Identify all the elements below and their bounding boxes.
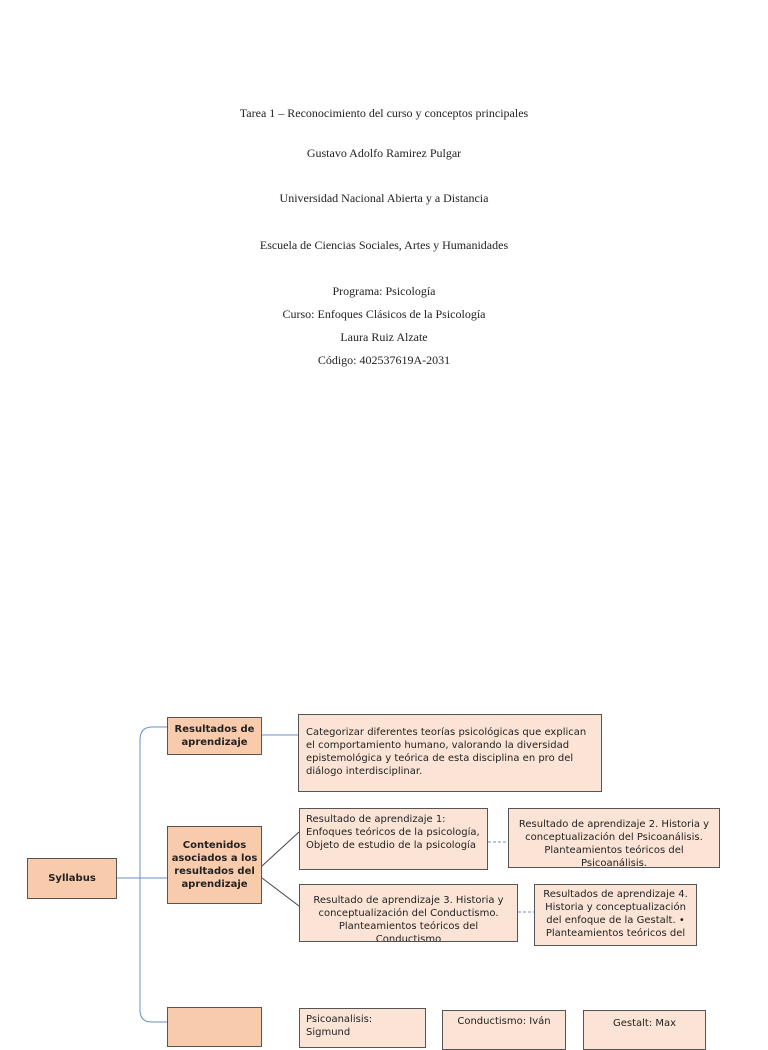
course-code: Código: 402537619A-2031 [317,353,451,367]
psychoanalysis-box: Psicoanalisis: Sigmund [299,1008,426,1048]
syllabus-concept-map: Syllabus Resultados de aprendizaje Categ… [27,714,720,1050]
bottom-heading-box [167,1007,262,1047]
gestalt-box: Gestalt: Max [583,1010,706,1050]
learning-result-2: Resultado de aprendizaje 2. Historia y c… [508,808,720,868]
learning-results-heading: Resultados de aprendizaje [167,717,262,755]
connector-to-bottom [139,878,167,1023]
task-title: Tarea 1 – Reconocimiento del curso y con… [239,106,529,120]
tutor-name: Laura Ruiz Alzate [340,330,428,344]
connector-contents-r3 [261,877,300,907]
syllabus-node: Syllabus [27,858,117,899]
contents-heading: Contenidos asociados a los resultados de… [167,826,262,904]
learning-result-4: Resultados de aprendizaje 4. Historia y … [534,884,697,946]
connector-to-results [139,726,167,878]
university-name: Universidad Nacional Abierta y a Distanc… [279,191,489,205]
behaviorism-box: Conductismo: Iván [442,1010,566,1050]
school-name: Escuela de Ciencias Sociales, Artes y Hu… [259,238,509,252]
learning-results-description: Categorizar diferentes teorías psicológi… [298,714,602,792]
program-name: Programa: Psicología [332,284,436,298]
learning-result-1: Resultado de aprendizaje 1: Enfoques teó… [299,808,488,870]
connector-lines [117,726,534,1023]
connector-contents-r1 [261,831,300,867]
learning-result-3: Resultado de aprendizaje 3. Historia y c… [299,884,518,942]
course-name: Curso: Enfoques Clásicos de la Psicologí… [282,307,486,321]
author-name: Gustavo Adolfo Ramirez Pulgar [306,146,462,160]
